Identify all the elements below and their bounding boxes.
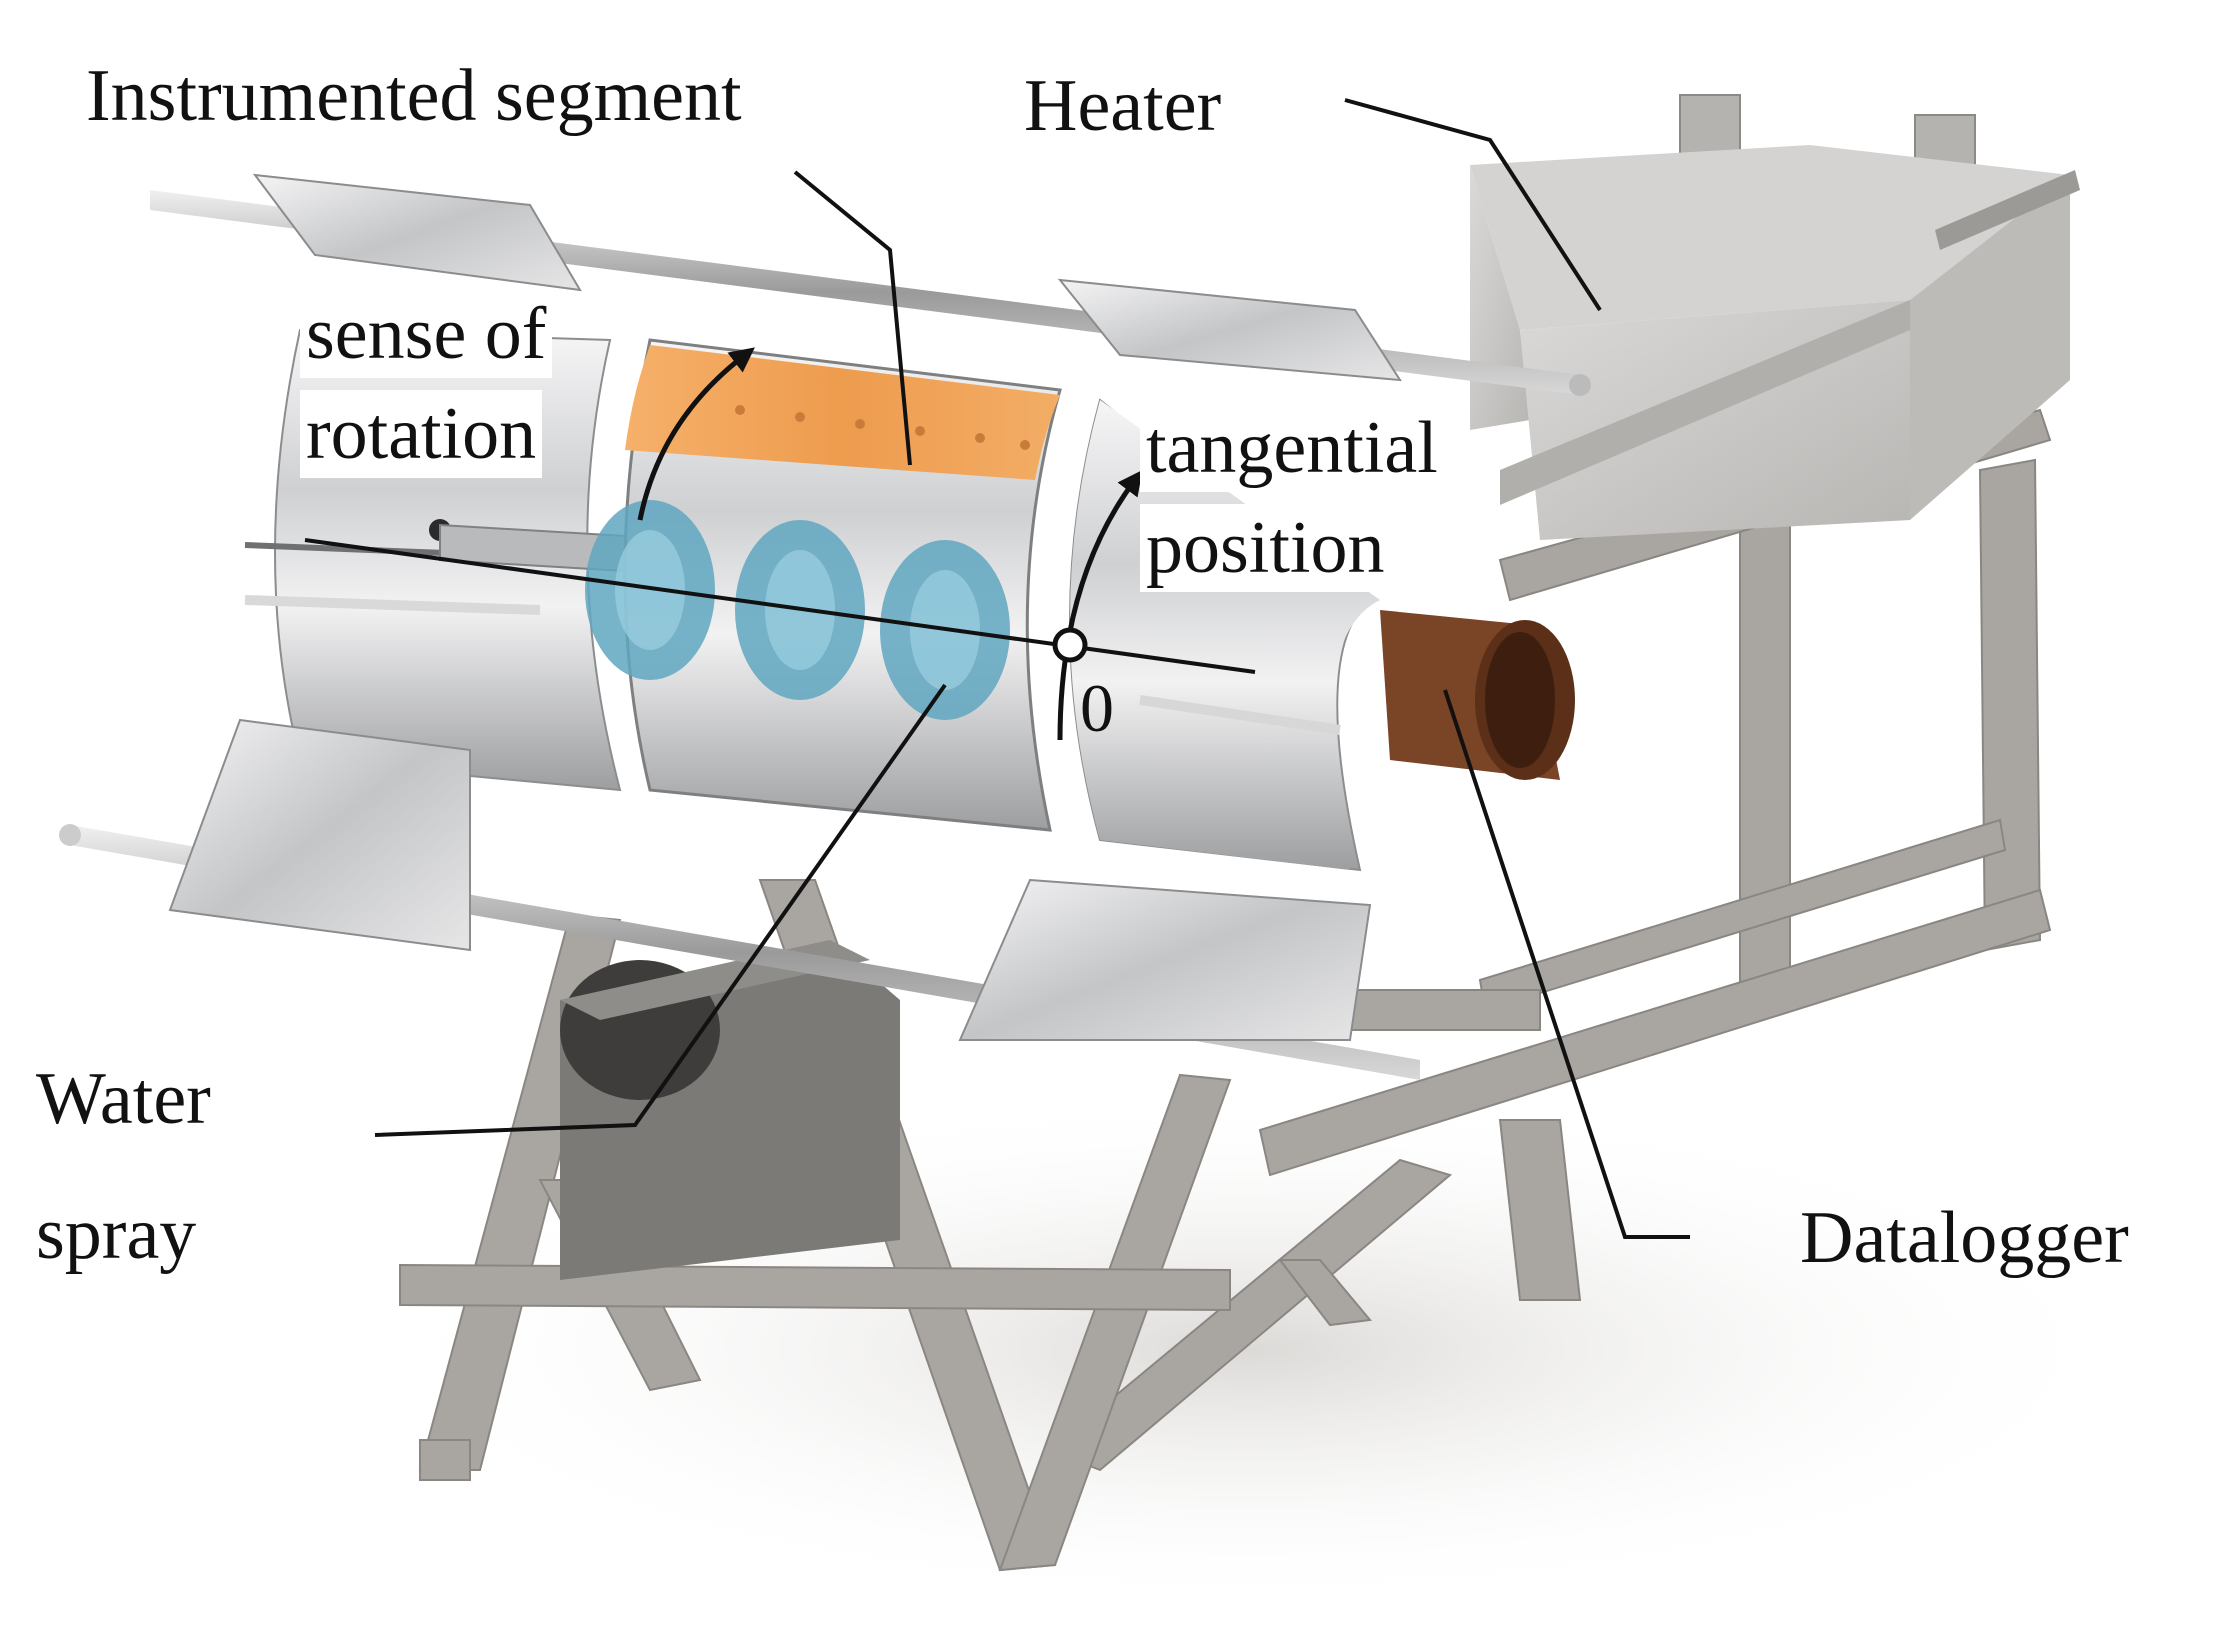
zero-position-marker	[1052, 627, 1088, 663]
label-heater: Heater	[1024, 65, 1222, 147]
heater-unit	[1470, 94, 2080, 540]
label-sense-of-rotation-line2: rotation	[300, 390, 543, 478]
label-tangential-position-line1: tangential	[1140, 404, 1444, 492]
axis-line	[304, 538, 1256, 674]
tangential-arrow	[1057, 469, 1143, 741]
label-sense-of-rotation-line1: sense of	[300, 290, 553, 378]
annotations	[304, 98, 1690, 1239]
label-datalogger: Datalogger	[1800, 1197, 2129, 1279]
paddles	[168, 173, 1402, 1041]
label-water-spray-line1: Water	[36, 1058, 211, 1140]
leader-instrumented-segment	[793, 170, 912, 466]
leader-water-spray	[374, 683, 947, 1137]
label-tangential-position-line2: position	[1140, 504, 1391, 592]
label-zero-position: 0	[1080, 670, 1114, 746]
rotation-arrow	[637, 347, 755, 521]
leader-heater	[1344, 98, 1602, 312]
datalogger-cylinder	[1380, 610, 1575, 780]
label-instrumented-segment: Instrumented segment	[86, 55, 742, 137]
instrumented-segment	[585, 338, 1062, 832]
leader-datalogger	[1443, 689, 1690, 1239]
label-water-spray-line2: spray	[36, 1193, 197, 1275]
